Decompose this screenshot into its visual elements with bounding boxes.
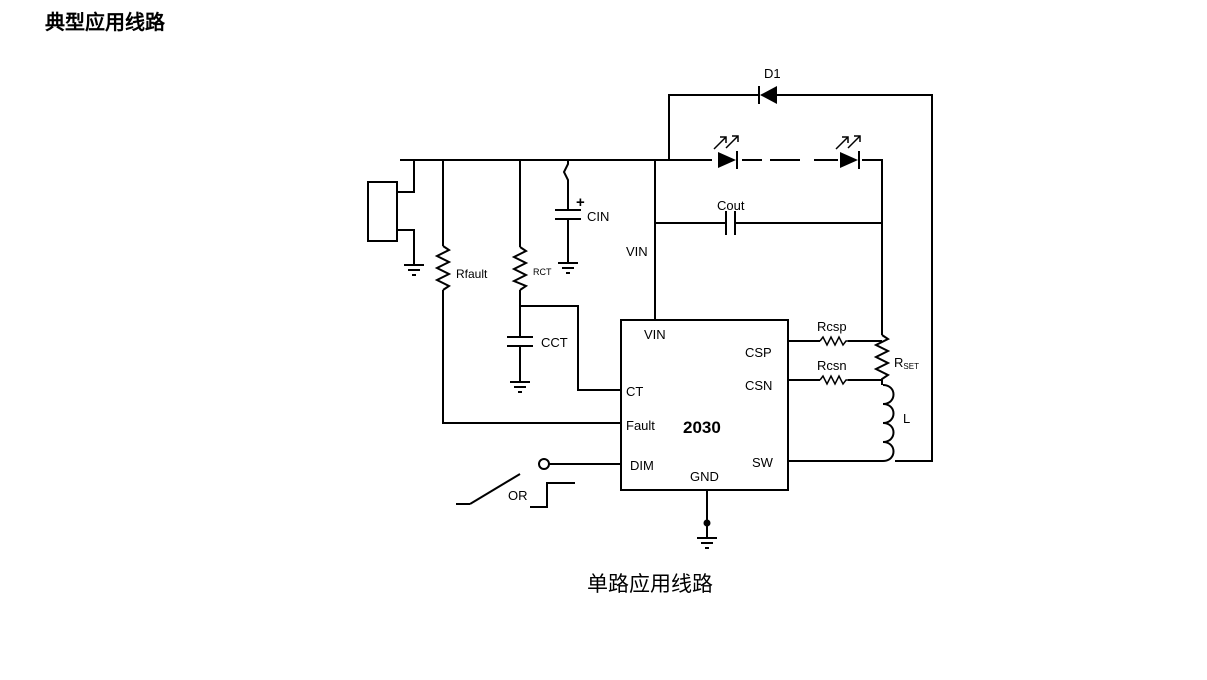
capacitor-cout bbox=[725, 211, 736, 235]
capacitor-cct bbox=[507, 336, 533, 347]
ground-symbol-ic bbox=[697, 519, 717, 549]
ic-pin-sw: SW bbox=[752, 455, 774, 470]
ground-symbol-input bbox=[404, 264, 424, 276]
resistor-rset bbox=[873, 334, 891, 385]
label-rset-sub: SET bbox=[903, 362, 919, 371]
label-cout: Cout bbox=[717, 198, 745, 213]
ic-pin-gnd: GND bbox=[690, 469, 719, 484]
label-d1: D1 bbox=[764, 66, 781, 81]
label-vin-rail: VIN bbox=[626, 244, 648, 259]
label-cct: CCT bbox=[541, 335, 568, 350]
resistor-rcsn bbox=[819, 374, 848, 386]
resistor-rcsp bbox=[819, 335, 848, 347]
resistor-rfault bbox=[434, 245, 452, 291]
dim-switch bbox=[456, 473, 521, 505]
label-rset: RSET bbox=[894, 355, 919, 371]
ic-pin-csn: CSN bbox=[745, 378, 772, 393]
ic-pin-fault: Fault bbox=[626, 418, 655, 433]
label-inductor: L bbox=[903, 411, 910, 426]
ic-pin-dim: DIM bbox=[630, 458, 654, 473]
label-rfault: Rfault bbox=[456, 267, 488, 281]
ic-body bbox=[620, 319, 789, 491]
pwm-pulse-icon bbox=[530, 482, 575, 508]
ic-pin-vin: VIN bbox=[644, 327, 666, 342]
ground-symbol-cin bbox=[558, 262, 578, 274]
diagram-caption: 单路应用线路 bbox=[587, 572, 713, 596]
led-2 bbox=[835, 135, 861, 169]
ic-pin-csp: CSP bbox=[745, 345, 772, 360]
ic-name: 2030 bbox=[683, 418, 721, 437]
label-rcsn: Rcsn bbox=[817, 358, 847, 373]
diode-d1 bbox=[758, 86, 777, 104]
capacitor-cin bbox=[555, 209, 581, 220]
label-rset-main: R bbox=[894, 355, 903, 370]
resistor-rct bbox=[511, 246, 529, 291]
section-heading: 典型应用线路 bbox=[45, 10, 165, 34]
ground-symbol-cct bbox=[510, 381, 530, 393]
wires bbox=[397, 94, 933, 538]
label-cin-polarity: + bbox=[576, 194, 585, 211]
inductor-l bbox=[882, 384, 895, 462]
label-or: OR bbox=[508, 488, 528, 503]
label-rcsp: Rcsp bbox=[817, 319, 847, 334]
dim-input-terminal bbox=[538, 458, 550, 470]
input-connector bbox=[367, 181, 398, 242]
label-rct: RCT bbox=[533, 267, 552, 277]
led-1 bbox=[713, 135, 739, 169]
ic-pin-ct: CT bbox=[626, 384, 643, 399]
label-cin: CIN bbox=[587, 209, 609, 224]
